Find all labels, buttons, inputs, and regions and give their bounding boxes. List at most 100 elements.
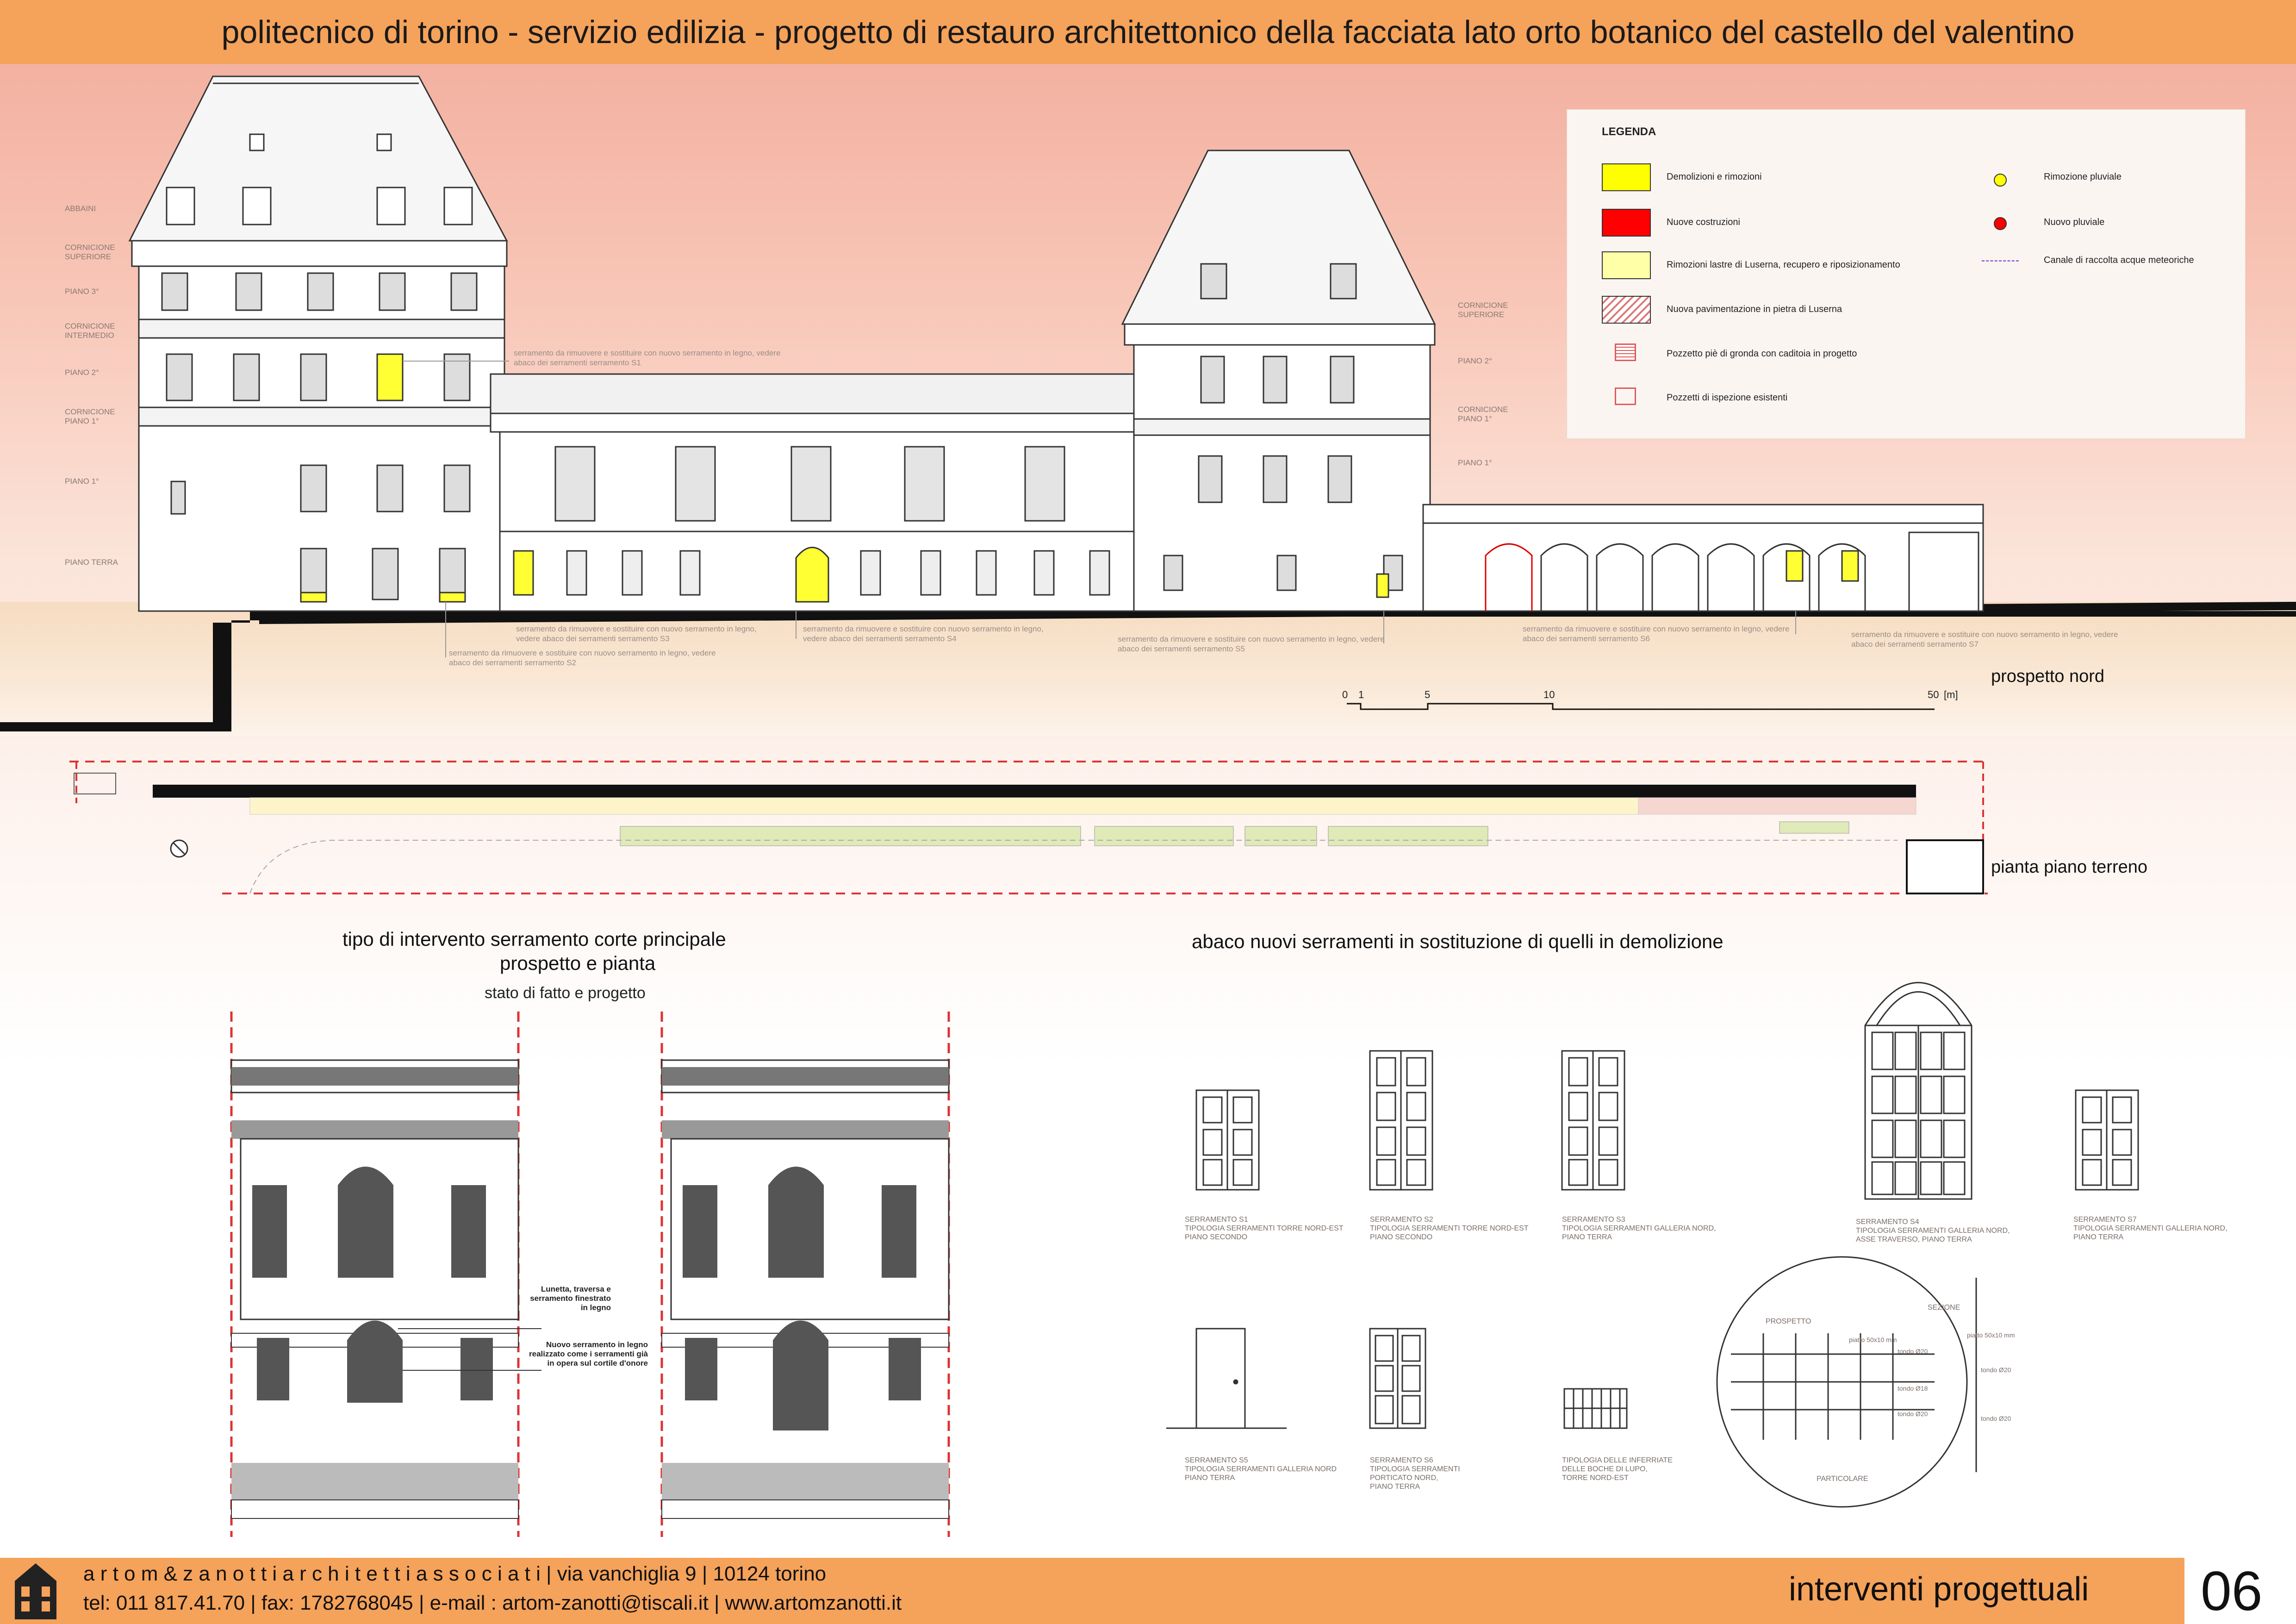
- ground-floor-plan-drawing: [69, 761, 1988, 894]
- note-serramento-s5: serramento da rimuovere e sostituire con…: [1118, 635, 1385, 653]
- legend-label-pozzetto-gronda: Pozzetto piè di gronda con caditoia in p…: [1667, 349, 1857, 359]
- intervento-note-nuovo-serramento: Nuovo serramento in legno realizzato com…: [529, 1340, 648, 1368]
- central-gallery-ground-windows: [513, 547, 1110, 603]
- left-tower-windows: [161, 272, 478, 603]
- level-label-piano-terra: PIANO TERRA: [65, 558, 118, 567]
- detail-tondo-right-1: tondo Ø20: [1981, 1366, 2011, 1374]
- serramento-s1: [1195, 1089, 1260, 1191]
- inferriata: [1563, 1388, 1628, 1429]
- detail-particolare-label: PARTICOLARE: [1817, 1475, 1868, 1483]
- detail-tondo-2: tondo Ø18: [1898, 1385, 1928, 1392]
- level-label-right-piano-1: PIANO 1°: [1458, 458, 1492, 467]
- legend-title: LEGENDA: [1602, 125, 1656, 138]
- legend-box: LEGENDA Demolizioni e rimozioni Nuove co…: [1567, 109, 2246, 439]
- elevation-title: prospetto nord: [1991, 667, 2105, 686]
- scale-tick-0: 0: [1342, 689, 1348, 700]
- note-serramento-s6: serramento da rimuovere e sostituire con…: [1523, 625, 1790, 643]
- scale-tick-5: 5: [1425, 689, 1431, 700]
- legend-label-rimozioni-lastre: Rimozioni lastre di Luserna, recupero e …: [1667, 260, 1900, 270]
- level-label-abbaini: ABBAINI: [65, 204, 96, 213]
- detail-tondo-1: tondo Ø20: [1898, 1348, 1928, 1355]
- serramento-s4: [1864, 982, 1972, 1200]
- progetto-elevation: [660, 1012, 950, 1537]
- right-tower-windows: [1163, 263, 1403, 598]
- detail-piatto-right: piatto 50x10 mm: [1967, 1331, 2015, 1339]
- inferriata-detail-circle: [1716, 1256, 1977, 1508]
- serramento-s2: [1369, 1050, 1433, 1191]
- legend-pozzetto-ispezione-icon: [1615, 387, 1636, 405]
- serramento-s5: [1166, 1328, 1287, 1429]
- scale-unit: [m]: [1944, 689, 1958, 700]
- note-serramento-s7: serramento da rimuovere e sostituire con…: [1851, 630, 2118, 649]
- note-serramento-s2: serramento da rimuovere e sostituire con…: [449, 649, 716, 667]
- level-label-cornicione-piano-1: CORNICIONE PIANO 1°: [65, 407, 115, 425]
- serramento-s3: [1561, 1050, 1625, 1191]
- level-label-piano-1: PIANO 1°: [65, 477, 99, 486]
- legend-swatch-nuove-costruzioni: [1602, 209, 1651, 237]
- legend-label-rimozione-pluviale: Rimozione pluviale: [2044, 172, 2122, 182]
- legend-label-nuova-pavimentazione: Nuova pavimentazione in pietra di Lusern…: [1667, 304, 1842, 314]
- legend-label-pozzetto-ispezione: Pozzetti di ispezione esistenti: [1667, 393, 1788, 403]
- intervento-stato: stato di fatto e progetto: [485, 984, 646, 1002]
- plan-title: pianta piano terreno: [1991, 857, 2148, 877]
- detail-sezione-label: SEZIONE: [1928, 1304, 1960, 1312]
- footer-page-box: [2184, 1558, 2296, 1624]
- scale-tick-10: 10: [1543, 689, 1555, 700]
- detail-piatto-left: piatto 50x10 mm: [1849, 1336, 1897, 1343]
- detail-tondo-3: tondo Ø20: [1898, 1410, 1928, 1418]
- ground-band: [0, 602, 2296, 736]
- abaco-title: abaco nuovi serramenti in sostituzione d…: [1192, 931, 1724, 952]
- level-label-piano-2: PIANO 2°: [65, 368, 99, 377]
- legend-label-demolizioni: Demolizioni e rimozioni: [1667, 172, 1762, 182]
- legend-canale-line: [1982, 260, 2019, 262]
- serramento-s7: [2075, 1089, 2139, 1191]
- level-label-right-piano-2: PIANO 2°: [1458, 356, 1492, 365]
- level-label-right-cornicione-piano-1: CORNICIONE PIANO 1°: [1458, 405, 1508, 423]
- intervento-note-lunetta: Lunetta, traversa e serramento finestrat…: [530, 1285, 611, 1312]
- note-serramento-s3: serramento da rimuovere e sostituire con…: [516, 625, 757, 643]
- abaco-drawings: [1166, 982, 2139, 1508]
- page-title: politecnico di torino - servizio edilizi…: [221, 14, 2075, 50]
- note-serramento-s1: serramento da rimuovere e sostituire con…: [514, 349, 781, 367]
- legend-swatch-demolizioni: [1602, 163, 1651, 191]
- footer-page-number: 06: [2201, 1560, 2263, 1622]
- studio-logo-icon: [15, 1563, 56, 1619]
- legend-label-nuove-costruzioni: Nuove costruzioni: [1667, 217, 1740, 227]
- detail-prospetto-label: PROSPETTO: [1766, 1318, 1811, 1325]
- intervento-title: tipo di intervento serramento corte prin…: [342, 928, 726, 950]
- leader-lines: [403, 361, 1796, 657]
- portico: [1422, 504, 1984, 612]
- detail-tondo-right-2: tondo Ø20: [1981, 1415, 2011, 1422]
- footer-bar: [0, 1558, 2296, 1624]
- footer-contacts: tel: 011 817.41.70 | fax: 1782768045 | e…: [83, 1592, 902, 1614]
- serramento-s6: [1369, 1328, 1426, 1429]
- legend-label-canale: Canale di raccolta acque meteoriche: [2044, 255, 2194, 265]
- left-tower: [128, 75, 508, 612]
- stato-di-fatto-elevation: [230, 1012, 520, 1537]
- legend-label-nuovo-pluviale: Nuovo pluviale: [2044, 217, 2105, 227]
- scale-tick-50: 50: [1928, 689, 1939, 700]
- intervento-drawings: [230, 1012, 950, 1537]
- level-label-cornicione-intermedio: CORNICIONE INTERMEDIO: [65, 322, 115, 340]
- legend-swatch-nuova-pavimentazione: [1602, 296, 1651, 324]
- legend-nuovo-pluviale-icon: [1994, 217, 2007, 230]
- scale-bar: [1347, 703, 1935, 710]
- footer-section-title: interventi progettuali: [1789, 1571, 2089, 1608]
- intervento-subtitle: prospetto e pianta: [500, 952, 656, 974]
- level-label-right-cornicione-superiore: CORNICIONE SUPERIORE: [1458, 301, 1508, 319]
- header-bar: [0, 0, 2296, 64]
- ground-line: [250, 611, 2296, 617]
- left-tower-dormers: [166, 133, 473, 225]
- legend-swatch-rimozioni-lastre: [1602, 251, 1651, 279]
- note-serramento-s4: serramento da rimuovere e sostituire con…: [803, 625, 1044, 643]
- central-gallery-arched-windows: [554, 446, 1065, 522]
- legend-pozzetto-gronda-icon: [1615, 344, 1636, 361]
- level-label-piano-3: PIANO 3°: [65, 287, 99, 296]
